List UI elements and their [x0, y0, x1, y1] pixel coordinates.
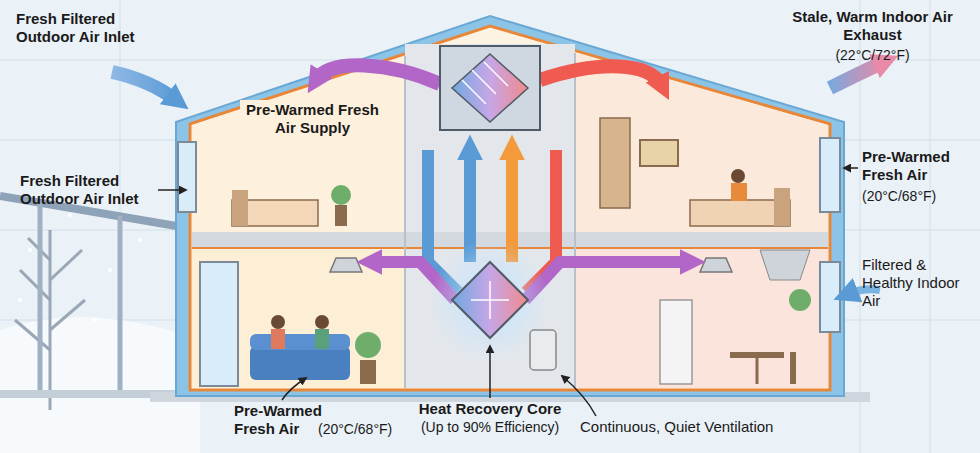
furniture — [789, 289, 811, 311]
winter-tree — [15, 230, 85, 410]
callout-label: (20°C/68°F) — [318, 421, 406, 438]
rooms — [575, 53, 828, 232]
callout-label: Stale, Warm Indoor Air Exhaust — [790, 8, 955, 44]
porch — [118, 216, 123, 392]
callout-label: Fresh Filtered Outdoor Air Inlet — [16, 10, 176, 46]
rooms — [192, 56, 405, 232]
callout-label: (20°C/68°F) — [862, 188, 974, 205]
diffusers — [700, 258, 732, 272]
air-ducts — [540, 66, 662, 86]
furniture — [756, 358, 759, 384]
snowy-ground — [68, 213, 72, 217]
house-shell — [176, 16, 844, 396]
snowy-ground — [138, 238, 142, 242]
callout-label: (Up to 90% Efficiency) — [400, 419, 580, 436]
furniture — [600, 118, 630, 208]
air-ducts — [830, 62, 884, 88]
porch — [38, 202, 43, 392]
air-ducts — [112, 72, 176, 100]
house-shell — [176, 16, 844, 396]
snowy-ground — [28, 248, 32, 252]
porch — [0, 196, 190, 398]
furniture — [731, 169, 745, 183]
air-ducts — [316, 65, 440, 84]
furniture — [355, 332, 381, 358]
snowy-ground — [0, 213, 200, 453]
windows — [178, 138, 840, 386]
hrv-unit — [472, 70, 496, 94]
rooms — [575, 248, 828, 388]
furniture — [730, 352, 784, 358]
furniture — [640, 140, 678, 166]
windows — [200, 262, 238, 386]
furniture — [790, 352, 796, 384]
callout-label: Continuous, Quiet Ventilation — [580, 418, 830, 436]
rooms — [574, 53, 576, 388]
rooms — [405, 44, 575, 388]
furniture — [232, 190, 248, 226]
hrv-unit — [440, 46, 540, 130]
windows — [820, 262, 840, 332]
furniture — [335, 205, 347, 226]
furniture — [232, 118, 811, 384]
hrv-unit — [452, 54, 528, 122]
heat-recovery-core — [489, 281, 491, 319]
winter-tree — [15, 320, 50, 350]
snowy-ground — [18, 298, 22, 302]
furniture — [315, 315, 329, 329]
furniture — [250, 334, 350, 350]
heat-recovery-core — [530, 330, 556, 370]
callout-label: Heat Recovery Core — [400, 400, 580, 418]
furniture — [760, 250, 810, 280]
furniture — [774, 188, 790, 226]
snowy-ground — [93, 318, 97, 322]
callout-label: Pre-Warmed Fresh Air — [862, 148, 974, 184]
diffusers — [330, 258, 362, 272]
furniture — [271, 315, 285, 329]
rooms — [192, 44, 828, 388]
callout-label: Pre-Warmed Fresh Air Supply — [240, 100, 385, 138]
furniture — [360, 360, 376, 384]
winter-tree — [50, 250, 82, 280]
furniture — [731, 183, 747, 201]
furniture — [271, 329, 285, 349]
heat-recovery-core — [452, 262, 528, 338]
blueprint-grid — [930, 0, 931, 453]
windows — [820, 138, 840, 212]
snowy-ground — [108, 268, 112, 272]
snowy-ground — [0, 317, 200, 453]
air-ducts — [525, 262, 690, 300]
leader-arrows — [489, 346, 491, 398]
furniture — [660, 300, 692, 384]
hrv-unit — [440, 46, 540, 130]
winter-tree — [50, 300, 85, 330]
rooms — [404, 56, 406, 388]
furniture — [250, 346, 350, 380]
rooms — [192, 248, 405, 388]
leader-arrows — [562, 376, 596, 416]
hrv-unit — [462, 80, 486, 104]
furniture — [315, 329, 329, 349]
callout-label: (22°C/72°F) — [790, 47, 955, 64]
leader-arrows — [158, 189, 186, 191]
leader-arrows — [158, 168, 858, 416]
leader-arrows — [844, 167, 858, 169]
winter-tree — [20, 270, 50, 300]
callout-label: Filtered & Healthy Indoor Air — [862, 256, 974, 310]
windows — [178, 142, 196, 212]
furniture — [331, 185, 351, 205]
leader-arrows — [282, 378, 306, 400]
hrv-unit — [484, 62, 508, 86]
callout-label: Fresh Filtered Outdoor Air Inlet — [20, 172, 158, 208]
house-shell — [190, 26, 830, 390]
heat-recovery-core — [430, 240, 556, 370]
